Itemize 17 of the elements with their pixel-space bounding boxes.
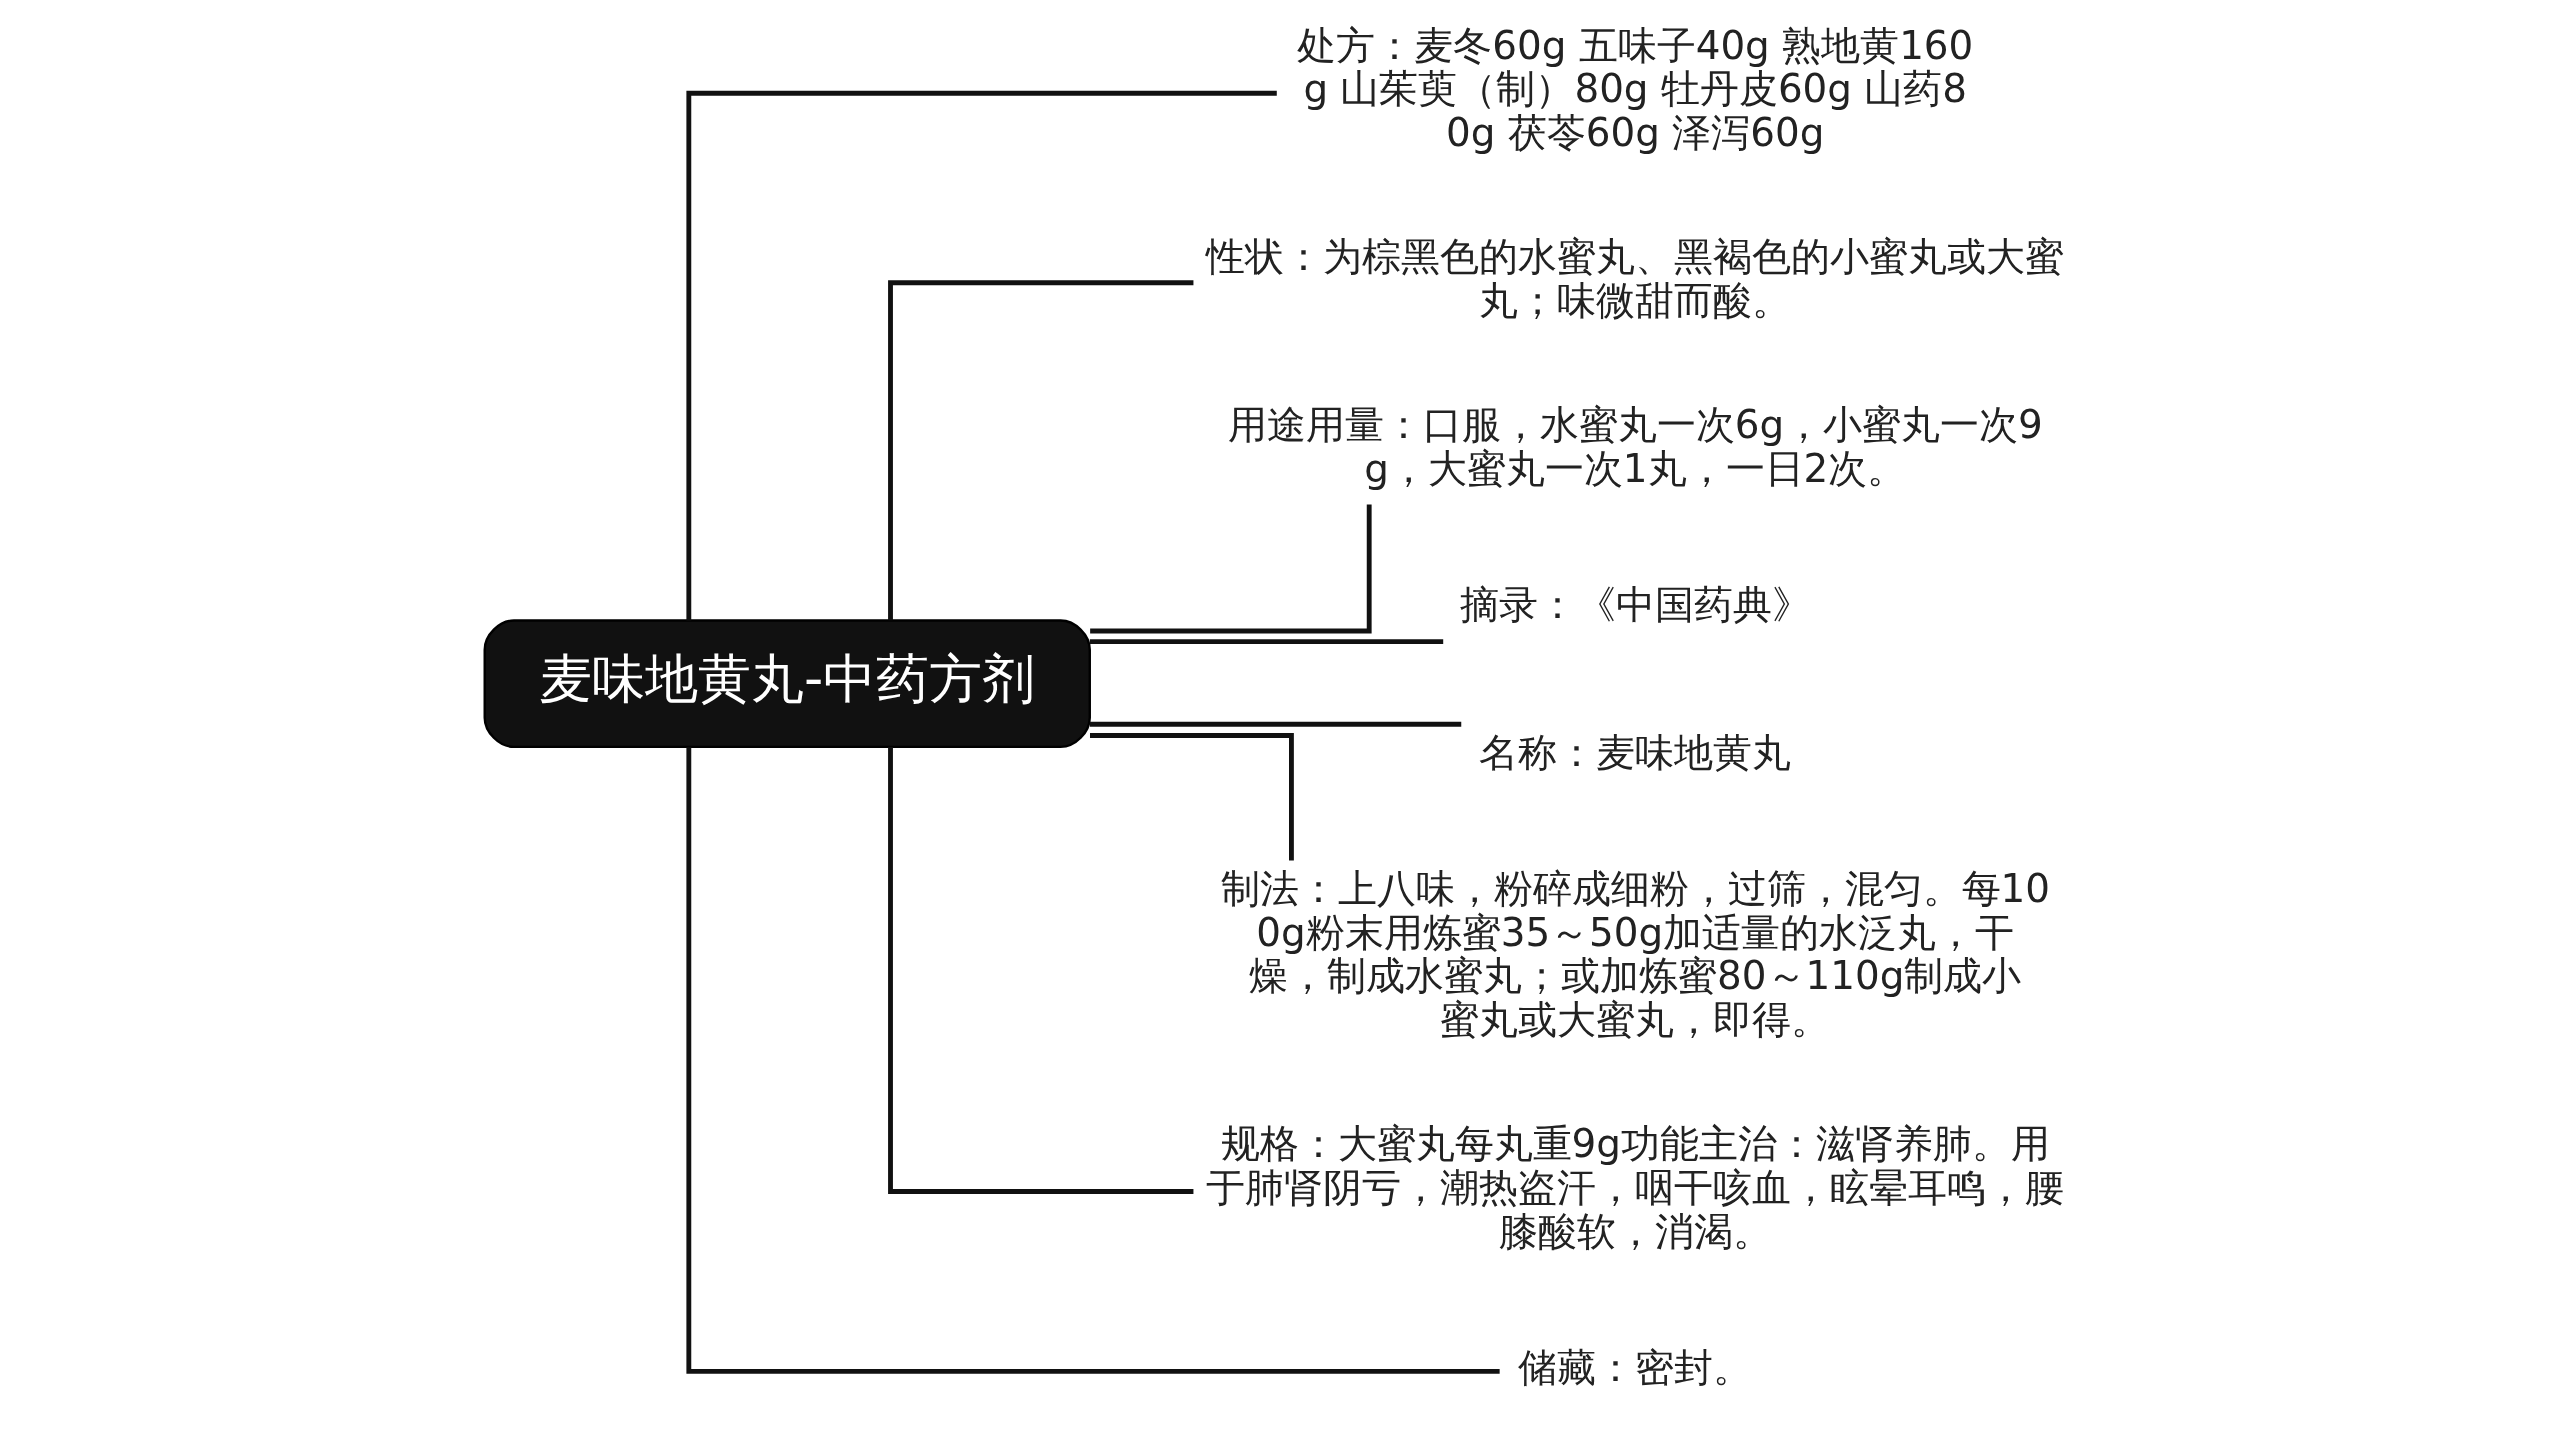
node-text: 摘录：《中国药典》	[1459, 581, 1811, 627]
connector	[1089, 733, 1294, 861]
connector	[1089, 504, 1372, 634]
node-text: 名称：麦味地黄丸	[1478, 729, 1791, 775]
node-text: 处方：麦冬60g 五味子40g 熟地黄160g 山茱萸（制）80g 牡丹皮60g 山药80g 茯苓60g 泽泻60g	[1296, 22, 1973, 156]
connector	[887, 280, 1193, 621]
node-text: 性状：为棕黑色的水蜜丸、黑褐色的小蜜丸或大蜜丸；味微甜而酸。	[1205, 234, 2064, 323]
node-text: 用途用量：口服，水蜜丸一次6g，小蜜丸一次9g，大蜜丸一次1丸，一日2次。	[1227, 401, 2043, 491]
node-text: 储藏：密封。	[1517, 1344, 1752, 1390]
connector	[887, 747, 1193, 1194]
connector	[1089, 721, 1461, 727]
connector	[685, 747, 1500, 1374]
node-text: 规格：大蜜丸每丸重9g功能主治：滋肾养肺。用于肺肾阴亏，潮热盗汗，咽干咳血，眩晕耳鸣，腰膝酸软，消渴。	[1205, 1121, 2064, 1254]
node-box: 麦味地黄丸-中药方剂	[483, 619, 1091, 749]
connector	[685, 90, 1277, 621]
connector	[1089, 639, 1443, 644]
node-text: 制法：上八味，粉碎成细粉，过筛，混匀。每100g粉末用炼蜜35～50g加适量的水泛丸，干燥，制成水蜜丸；或加炼蜜80～110g制成小蜜丸或大蜜丸，即得。	[1220, 865, 2050, 1043]
